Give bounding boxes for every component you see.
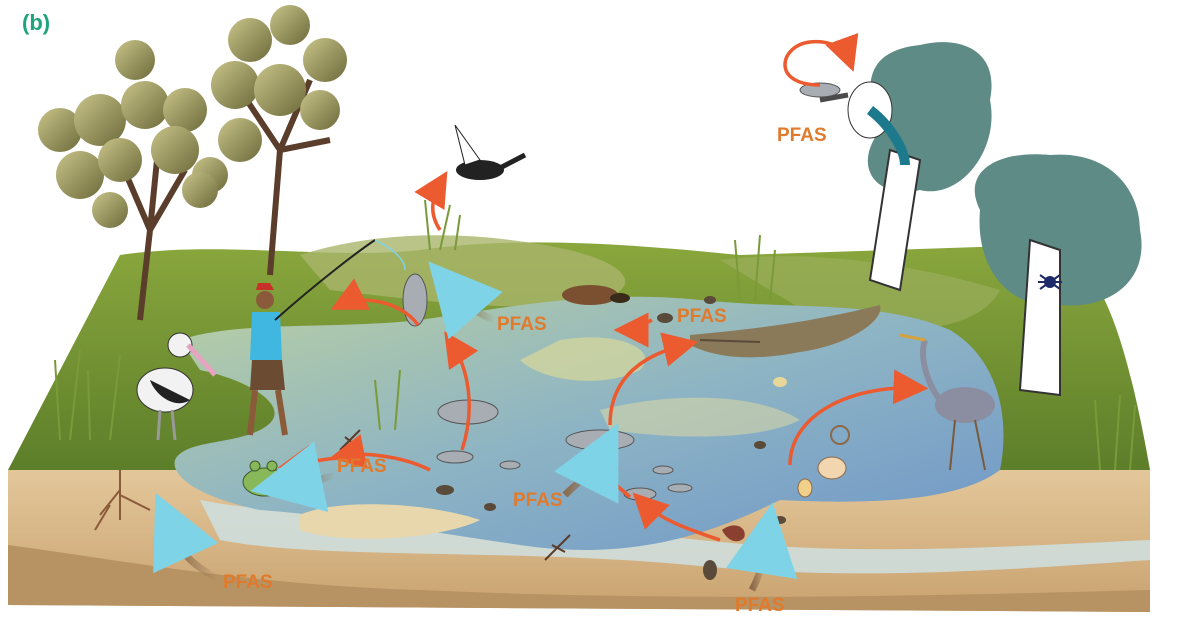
pfas-label: PFAS <box>735 595 785 616</box>
pfas-label: PFAS <box>337 456 387 477</box>
pfas-label: PFAS <box>677 306 727 327</box>
duck-icon <box>455 125 525 180</box>
pfas-label: PFAS <box>513 490 563 511</box>
pfas-label: PFAS <box>223 572 273 593</box>
pfas-label: PFAS <box>497 314 547 335</box>
spider-icon <box>1038 275 1062 289</box>
pfas-label: PFAS <box>777 125 827 146</box>
